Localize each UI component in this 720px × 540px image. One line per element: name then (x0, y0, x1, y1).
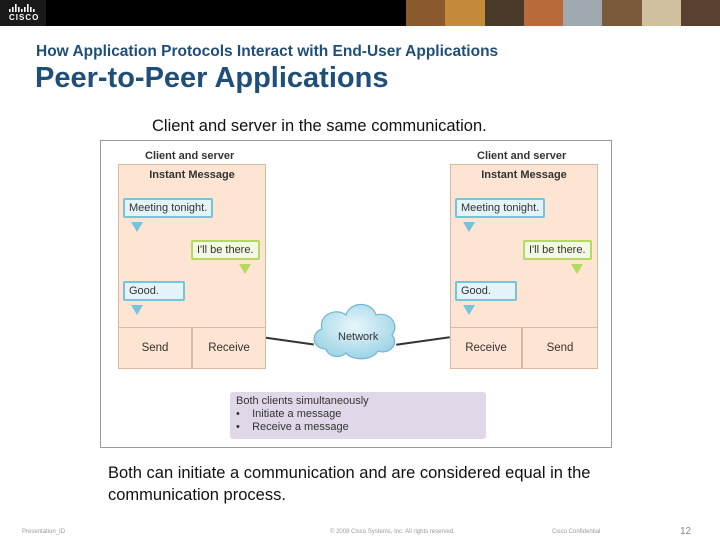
photo-image (523, 0, 563, 26)
left-send-box: Send (118, 327, 192, 369)
photo-image (406, 0, 446, 26)
info-item-text: Receive a message (252, 421, 349, 433)
cisco-logo: CISCO (0, 0, 46, 26)
slide-subtitle: How Application Protocols Interact with … (36, 43, 499, 60)
right-send-box: Send (522, 327, 598, 369)
info-box: Both clients simultaneously • Initiate a… (230, 392, 486, 439)
banner-strip (46, 0, 406, 26)
right-network-link (396, 336, 450, 346)
banner-photos (406, 0, 720, 26)
peer-to-peer-diagram: Client and server Instant Message Meetin… (100, 140, 612, 448)
right-message-1: Meeting tonight. (455, 198, 546, 218)
left-network-link (264, 336, 314, 346)
right-message-3: Good. (455, 281, 517, 301)
info-item: • Initiate a message (236, 408, 342, 420)
right-client-label: Client and server (477, 150, 567, 162)
footer-presentation-id: Presentation_ID (22, 529, 66, 535)
footer-copyright: © 2008 Cisco Systems, Inc. All rights re… (330, 529, 455, 535)
info-item-text: Initiate a message (252, 408, 342, 420)
left-receive-box: Receive (192, 327, 266, 369)
right-receive-box: Receive (450, 327, 522, 369)
info-title: Both clients simultaneously (236, 395, 369, 407)
bubble-tail (131, 222, 143, 232)
footer-confidential: Cisco Confidential (552, 529, 601, 535)
bubble-tail (571, 264, 583, 274)
slide-title: Peer-to-Peer Applications (35, 62, 389, 94)
bubble-tail (239, 264, 251, 274)
left-message-1: Meeting tonight. (123, 198, 214, 218)
logo-text: CISCO (9, 13, 40, 22)
right-message-2: I'll be there. (523, 240, 592, 260)
bubble-tail (463, 222, 475, 232)
bubble-tail (131, 305, 143, 315)
left-message-2: I'll be there. (191, 240, 260, 260)
body-text: Both can initiate a communication and ar… (108, 464, 591, 504)
bubble-tail (463, 305, 475, 315)
left-client-label: Client and server (145, 150, 235, 162)
cisco-bars-icon (9, 4, 35, 12)
info-item: • Receive a message (236, 421, 349, 433)
header-banner: CISCO (0, 0, 720, 26)
photo-image (563, 0, 603, 26)
page-number: 12 (680, 526, 692, 537)
network-label: Network (338, 331, 379, 343)
photo-image (445, 0, 485, 26)
network-cloud-icon (313, 303, 396, 360)
left-message-3: Good. (123, 281, 185, 301)
photo-image (641, 0, 681, 26)
left-window-title: Instant Message (149, 169, 235, 181)
diagram-caption: Client and server in the same communicat… (152, 117, 487, 135)
photo-image (680, 0, 720, 26)
photo-image (602, 0, 642, 26)
photo-image (484, 0, 524, 26)
right-window-title: Instant Message (481, 169, 567, 181)
